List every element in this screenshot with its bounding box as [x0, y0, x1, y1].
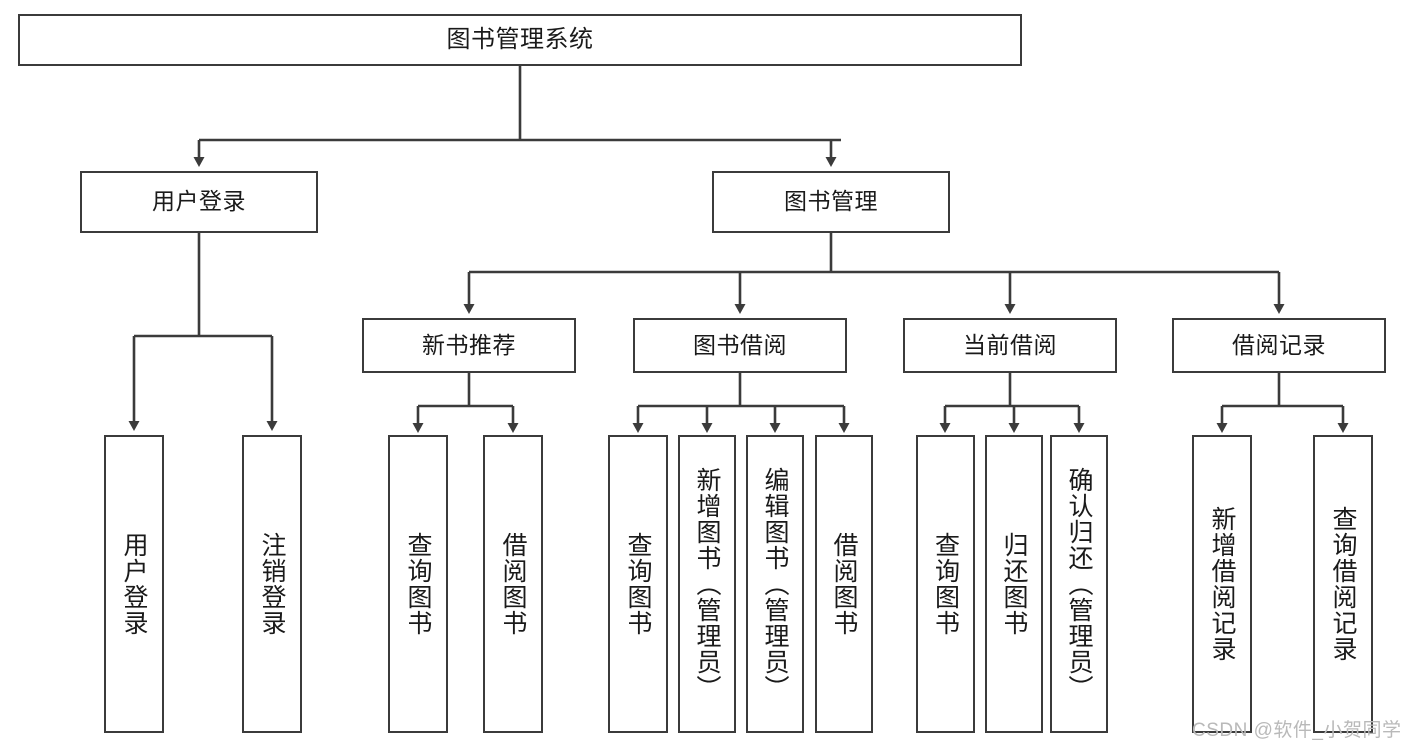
leaf-borrow-book[interactable]: 借阅图书 — [815, 435, 873, 733]
leaf-confirm-return-label: 确认归还（管理员） — [1065, 467, 1093, 701]
node-new-book-rec-label: 新书推荐 — [422, 331, 516, 358]
leaf-query-book-cur-label: 查询图书 — [931, 532, 960, 636]
leaf-add-record-label: 新增借阅记录 — [1208, 506, 1236, 662]
leaf-edit-book[interactable]: 编辑图书（管理员） — [746, 435, 804, 733]
csdn-watermark: CSDN @软件_小贺同学 — [1192, 720, 1402, 741]
node-new-book-rec[interactable]: 新书推荐 — [362, 318, 576, 373]
node-current-borrow-label: 当前借阅 — [963, 331, 1057, 358]
node-current-borrow[interactable]: 当前借阅 — [903, 318, 1117, 373]
leaf-borrow-book-label: 借阅图书 — [830, 532, 858, 636]
node-book-borrow-label: 图书借阅 — [693, 331, 787, 358]
leaf-query-book-cur[interactable]: 查询图书 — [916, 435, 975, 733]
leaf-edit-book-label: 编辑图书（管理员） — [761, 467, 789, 701]
leaf-add-book[interactable]: 新增图书（管理员） — [678, 435, 736, 733]
leaf-query-book-rec-label: 查询图书 — [404, 532, 432, 636]
node-borrow-record-label: 借阅记录 — [1232, 331, 1326, 358]
node-root-label: 图书管理系统 — [446, 25, 594, 53]
leaf-borrow-book-rec[interactable]: 借阅图书 — [483, 435, 543, 733]
leaf-user-login-label: 用户登录 — [120, 532, 148, 636]
leaf-query-book-rec[interactable]: 查询图书 — [388, 435, 448, 733]
leaf-user-login[interactable]: 用户登录 — [104, 435, 164, 733]
leaf-query-book-borrow[interactable]: 查询图书 — [608, 435, 668, 733]
leaf-query-book-borrow-label: 查询图书 — [624, 532, 652, 636]
leaf-confirm-return[interactable]: 确认归还（管理员） — [1050, 435, 1108, 733]
node-user-login[interactable]: 用户登录 — [80, 171, 318, 233]
leaf-logout-label: 注销登录 — [258, 532, 286, 636]
leaf-add-book-label: 新增图书（管理员） — [693, 467, 721, 701]
leaf-query-record[interactable]: 查询借阅记录 — [1313, 435, 1373, 733]
node-borrow-record[interactable]: 借阅记录 — [1172, 318, 1386, 373]
leaf-return-book[interactable]: 归还图书 — [985, 435, 1043, 733]
node-book-manage-label: 图书管理 — [784, 188, 878, 215]
leaf-return-book-label: 归还图书 — [1000, 532, 1028, 636]
leaf-query-record-label: 查询借阅记录 — [1329, 506, 1357, 662]
leaf-add-record[interactable]: 新增借阅记录 — [1192, 435, 1252, 733]
leaf-logout[interactable]: 注销登录 — [242, 435, 302, 733]
node-book-borrow[interactable]: 图书借阅 — [633, 318, 847, 373]
node-user-login-label: 用户登录 — [152, 188, 246, 215]
leaf-borrow-book-rec-label: 借阅图书 — [499, 532, 527, 636]
node-book-manage[interactable]: 图书管理 — [712, 171, 950, 233]
node-root[interactable]: 图书管理系统 — [18, 14, 1022, 66]
